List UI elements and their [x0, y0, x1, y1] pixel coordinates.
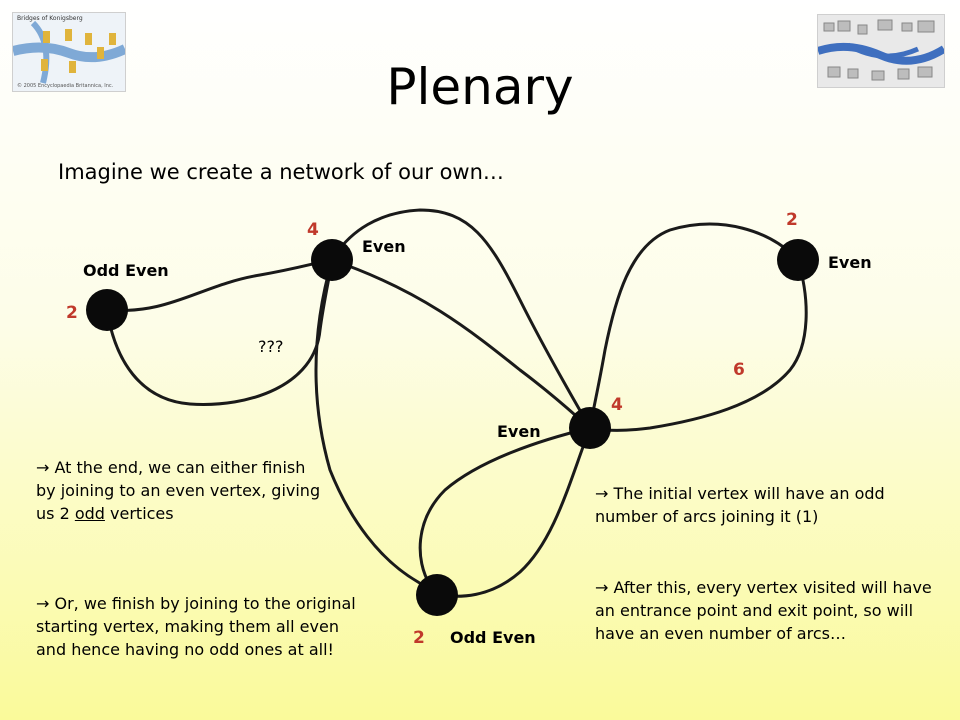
- note-left-1-text-a: At the end, we can either finish by join…: [36, 458, 321, 523]
- vertex-4: [569, 407, 611, 449]
- arc-v2-v4: [330, 258, 592, 430]
- note-left-2-text: Or, we finish by joining to the original…: [36, 594, 356, 659]
- note-right-1: → The initial vertex will have an odd nu…: [595, 482, 925, 528]
- thumbnail-copyright: © 2005 Encyclopaedia Britannica, Inc.: [17, 83, 114, 89]
- arc-v2-v4-top: [330, 208, 592, 430]
- question-mark-label: ???: [258, 337, 283, 356]
- vertex-3-arc-count: 2: [786, 210, 798, 230]
- note-right-2: → After this, every vertex visited will …: [595, 576, 935, 645]
- vertex-1-arc-count: 2: [66, 303, 78, 323]
- arrow-icon: →: [36, 594, 50, 613]
- page-title: Plenary: [386, 58, 574, 116]
- vertex-5-arc-count: 2: [413, 628, 425, 648]
- vertex-1: [86, 289, 128, 331]
- arc-v3-v4-right: [588, 258, 808, 432]
- vertex-2-arc-count: 4: [307, 220, 319, 240]
- city-map-icon: [816, 15, 947, 87]
- note-left-2: → Or, we finish by joining to the origin…: [36, 592, 366, 661]
- note-left-1-text-b: vertices: [104, 504, 174, 523]
- vertex-5: [416, 574, 458, 616]
- bridges-map-icon: [11, 20, 128, 84]
- note-left-1-underlined: odd: [74, 504, 105, 523]
- note-right-1-text: The initial vertex will have an odd numb…: [595, 484, 885, 526]
- vertex-4-arc-count: 4: [611, 395, 623, 415]
- vertex-1-parity-label: Odd Even: [83, 261, 169, 280]
- konigsberg-bridges-thumbnail: Bridges of Konigsberg © 2005 Encyclopaed…: [11, 12, 128, 92]
- arc-v1-v2-lower: [105, 258, 334, 406]
- arrow-icon: →: [595, 484, 609, 503]
- vertex-2: [311, 239, 353, 281]
- city-map-thumbnail: [816, 14, 947, 88]
- arc-v3-v4-top: [588, 222, 800, 430]
- thumbnail-caption: Bridges of Konigsberg: [17, 15, 83, 22]
- vertex-4-parity-label: Even: [497, 422, 541, 441]
- subtitle: Imagine we create a network of our own…: [58, 160, 504, 184]
- arc-count-label: 6: [733, 360, 745, 380]
- arc-v4-v5-left: [418, 426, 592, 597]
- vertex-2-parity-label: Even: [362, 237, 406, 256]
- note-right-2-text: After this, every vertex visited will ha…: [595, 578, 932, 643]
- arrow-icon: →: [595, 578, 609, 597]
- vertex-5-parity-label: Odd Even: [450, 628, 536, 647]
- note-left-1: → At the end, we can either finish by jo…: [36, 456, 326, 525]
- vertex-3: [777, 239, 819, 281]
- vertex-3-parity-label: Even: [828, 253, 872, 272]
- arc-v4-v5-right: [435, 426, 592, 598]
- arrow-icon: →: [36, 458, 50, 477]
